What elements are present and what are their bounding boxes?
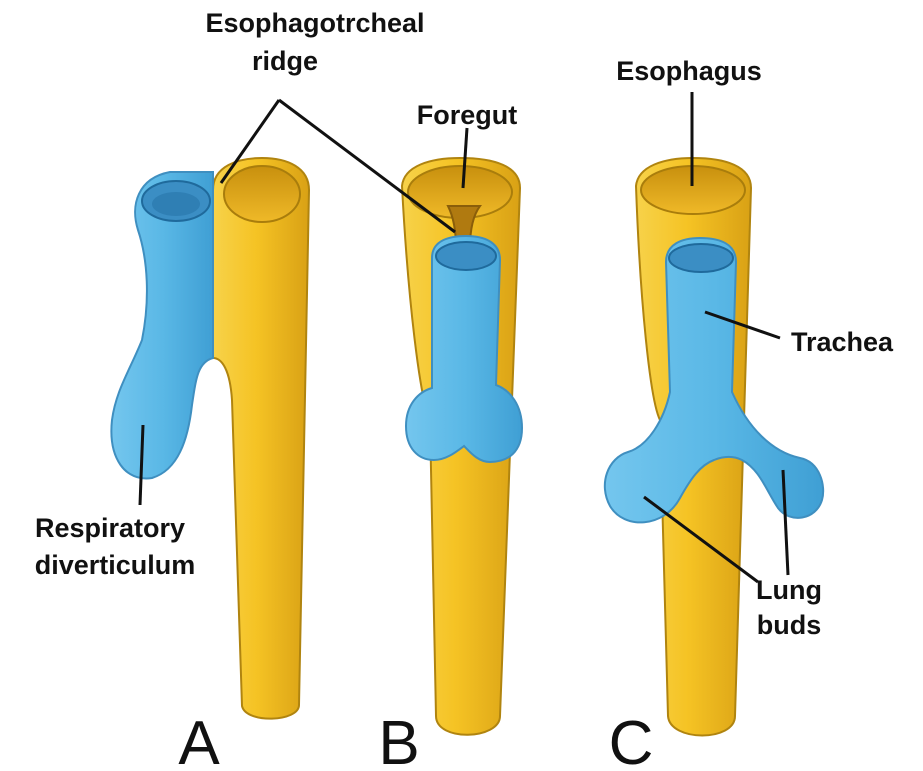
respiratory-diverticulum-a-lumen — [152, 192, 200, 216]
ridge-label-line1: Esophagotrcheal — [205, 8, 424, 38]
panel-b-illustration — [402, 158, 522, 735]
trachea-label: Trachea — [791, 327, 894, 357]
ridge-label-line2: ridge — [252, 46, 318, 76]
tracheal-tube-b-opening — [436, 242, 496, 270]
lung-buds-label-line1: Lung — [756, 575, 822, 605]
panel-letter-b: B — [378, 709, 419, 771]
respiratory-label-line1: Respiratory — [35, 513, 185, 543]
panel-letter-a: A — [178, 709, 220, 771]
respiratory-label-line2: diverticulum — [35, 550, 196, 580]
trachea-c-opening — [669, 244, 733, 272]
panel-letter-c: C — [609, 709, 654, 771]
esophagus-label: Esophagus — [616, 56, 762, 86]
panel-c-illustration — [605, 158, 823, 736]
lung-buds-label-line2: buds — [757, 610, 822, 640]
foregut-tube-a-rim — [224, 166, 300, 222]
foregut-label: Foregut — [417, 100, 518, 130]
foregut-tube-a — [213, 158, 309, 719]
panel-letters: A B C — [178, 709, 653, 771]
